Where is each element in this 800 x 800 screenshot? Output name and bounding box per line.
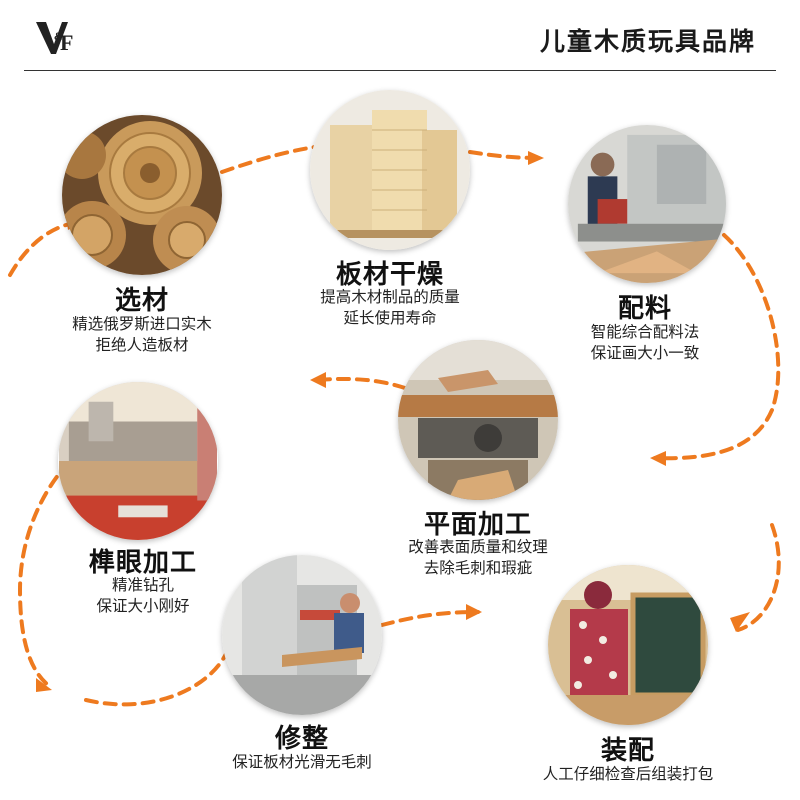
step-description-line: 精准钻孔 [111,576,174,594]
step-description-line: 去除毛刺和瑕疵 [423,559,533,577]
photo-stacked-wood-boards [310,90,470,250]
step-title: 平面加工 [423,510,532,540]
step-description: 智能综合配料法 保证画大小一致 [540,322,750,364]
step-description-line: 精选俄罗斯进口实木 [72,315,212,333]
step-description: 精准钻孔 保证大小刚好 [38,575,248,617]
step-description: 保证板材光滑无毛刺 [192,752,412,773]
svg-text:F: F [60,30,73,55]
step-description-line: 延长使用寿命 [343,309,437,327]
svg-text:&: & [54,31,62,43]
step-title: 装配 [600,736,655,766]
photo-worker-at-sawing-machine [568,125,726,283]
photo-worker-assembling [548,565,708,725]
step-title: 修整 [274,724,329,754]
step-title: 板材干燥 [335,260,444,290]
photo-planer-machine [398,340,558,500]
step-description-line: 保证大小刚好 [96,597,190,615]
photo-cnc-drilling-machine [58,382,218,540]
step-description-line: 改善表面质量和纹理 [408,538,548,556]
step-description: 改善表面质量和纹理 去除毛刺和瑕疵 [368,537,588,579]
step-description-line: 保证画大小一致 [590,344,700,362]
brand-title: 儿童木质玩具品牌 [539,27,756,56]
brand-logo: F & [34,16,90,58]
step-description-line: 智能综合配料法 [590,323,700,341]
header-divider [24,70,776,71]
step-description: 精选俄罗斯进口实木 拒绝人造板材 [32,314,252,356]
step-description: 人工仔细检查后组装打包 [498,764,758,785]
step-title: 选材 [114,286,169,316]
step-description-line: 拒绝人造板材 [95,336,189,354]
step-description-line: 保证板材光滑无毛刺 [232,753,372,771]
step-description-line: 人工仔细检查后组装打包 [542,765,714,783]
step-description-line: 提高木材制品的质量 [320,288,460,306]
photo-sanding-machine [222,555,382,715]
photo-log-cross-sections [62,115,222,275]
step-title: 榫眼加工 [88,548,197,578]
step-title: 配料 [617,294,672,324]
step-description: 提高木材制品的质量 延长使用寿命 [280,287,500,329]
